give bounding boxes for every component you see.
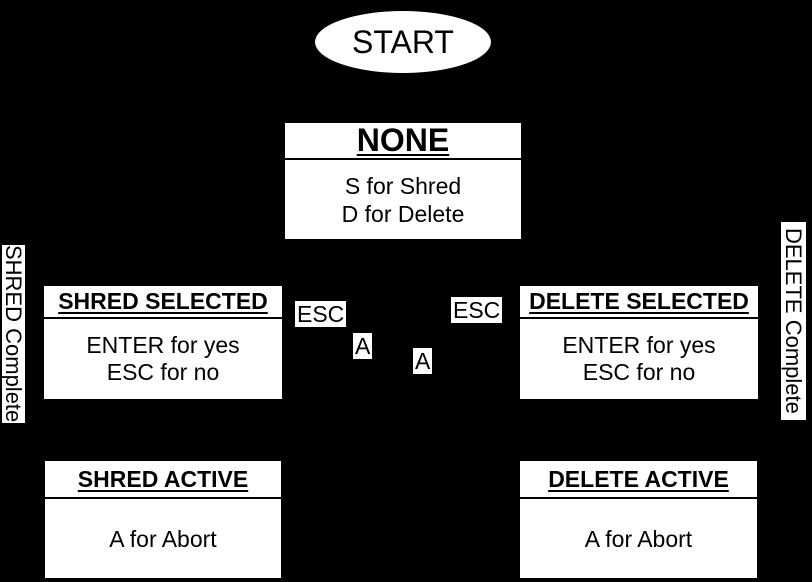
side-label-delete-complete: DELETE Complete <box>781 222 806 420</box>
state-none: NONE S for Shred D for Delete <box>285 122 521 239</box>
state-shred-active: SHRED ACTIVE A for Abort <box>45 461 281 578</box>
state-body: ENTER for yes ESC for no <box>520 319 758 399</box>
state-title: SHRED ACTIVE <box>45 461 281 499</box>
state-shred-selected: SHRED SELECTED ENTER for yes ESC for no <box>44 286 282 399</box>
state-line: A for Abort <box>584 525 693 552</box>
state-line: A for Abort <box>109 525 217 552</box>
state-delete-selected: DELETE SELECTED ENTER for yes ESC for no <box>520 286 758 399</box>
state-line: S for Shred <box>344 172 462 199</box>
state-line: ESC for no <box>106 359 220 385</box>
state-line: ENTER for yes <box>86 332 240 358</box>
state-title: DELETE ACTIVE <box>520 461 757 499</box>
state-line: ENTER for yes <box>562 332 716 358</box>
state-title: NONE <box>285 122 521 160</box>
edge-label-abort-right: A <box>413 348 433 374</box>
state-title: DELETE SELECTED <box>520 286 758 319</box>
edge-label-esc-left: ESC <box>295 301 347 327</box>
state-body: A for Abort <box>45 499 281 578</box>
edge-label-abort-left: A <box>353 333 373 359</box>
state-body: ENTER for yes ESC for no <box>44 319 282 399</box>
state-body: S for Shred D for Delete <box>285 160 521 239</box>
side-label-shred-complete: SHRED Complete <box>1 245 26 423</box>
state-title: SHRED SELECTED <box>44 286 282 319</box>
state-delete-active: DELETE ACTIVE A for Abort <box>520 461 757 578</box>
start-label: START <box>352 23 454 60</box>
start-node: START <box>315 11 491 73</box>
edge-label-esc-right: ESC <box>451 297 503 323</box>
state-body: A for Abort <box>520 499 757 578</box>
state-line: D for Delete <box>341 200 465 227</box>
state-line: ESC for no <box>582 359 696 385</box>
